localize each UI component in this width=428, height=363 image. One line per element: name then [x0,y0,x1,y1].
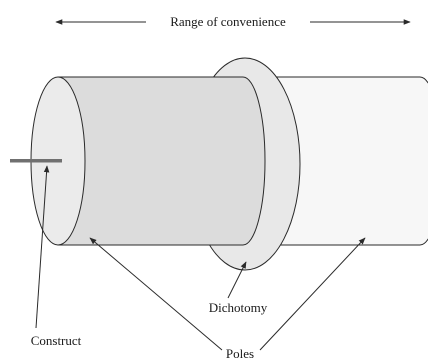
left-cylinder-body [57,76,266,246]
right-cylinder [271,76,428,246]
dichotomy-label: Dichotomy [209,300,268,315]
poles-label: Poles [226,346,254,361]
range-of-convenience-label: Range of convenience [170,14,286,29]
dichotomy-pointer [227,261,247,299]
poles-pointer-left [89,237,223,351]
construct-label: Construct [31,333,82,348]
construct-pointer [35,165,50,329]
construct-rod [10,159,62,163]
poles-pointer-right [259,237,366,351]
